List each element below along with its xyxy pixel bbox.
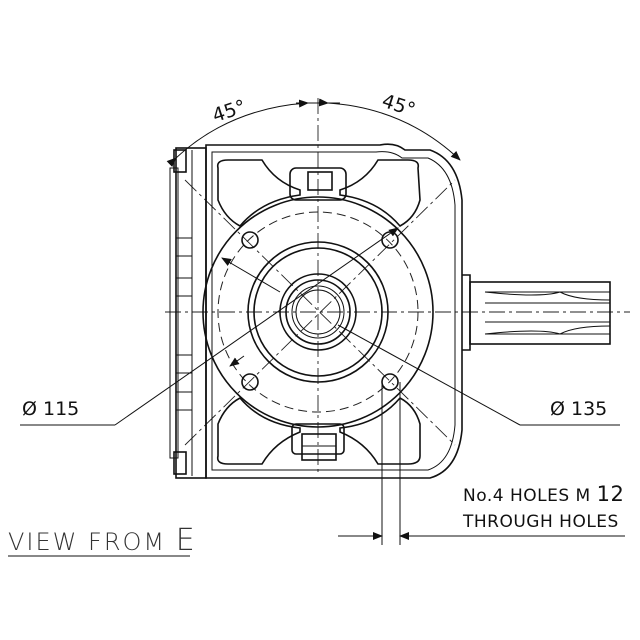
view-label-prefix: VIEW FROM <box>8 528 166 556</box>
diameter-leaders <box>20 227 620 426</box>
holes-note-line1: No.4 HOLES M 12 <box>463 482 624 506</box>
housing-body <box>205 143 463 479</box>
hole-dimension <box>338 382 625 545</box>
angle-dimensions <box>166 98 461 168</box>
diameter-135-label: Ø 135 <box>550 398 607 420</box>
flange-circles <box>202 196 434 428</box>
angle-label-left: 45° <box>210 96 249 127</box>
view-label-letter: E <box>176 523 197 558</box>
view-label-text: VIEW FROM E <box>8 523 197 558</box>
angle-label-right: 45° <box>379 90 418 121</box>
holes-note-line2: THROUGH HOLES <box>462 512 619 532</box>
center-lines <box>165 98 630 475</box>
left-flange-plate <box>169 147 207 479</box>
output-shaft <box>462 274 611 351</box>
holes-note-size: 12 <box>597 482 625 506</box>
holes-note-prefix: No.4 HOLES M <box>463 486 591 506</box>
diameter-115-label: Ø 115 <box>22 398 79 420</box>
view-label: VIEW FROM E <box>8 523 197 558</box>
